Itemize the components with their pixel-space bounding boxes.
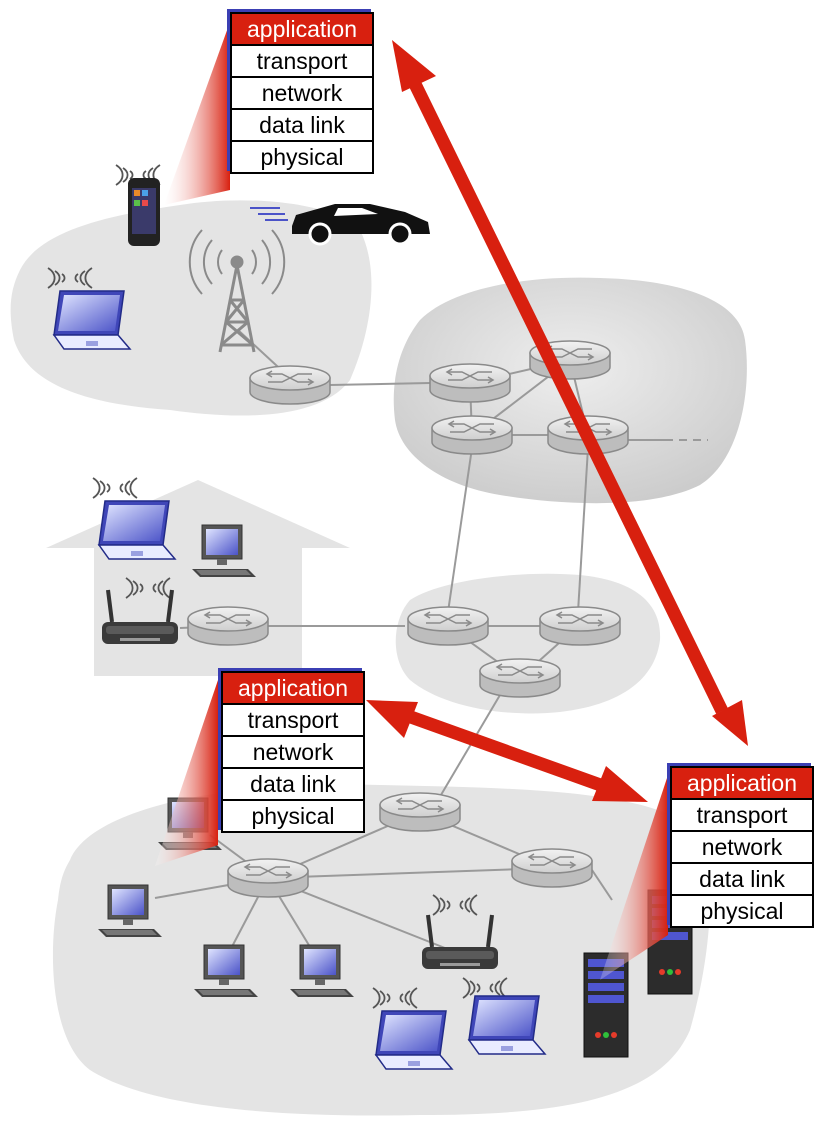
router-core-3 bbox=[431, 415, 513, 455]
cell-tower-icon bbox=[188, 229, 286, 353]
router-regional-2 bbox=[539, 606, 621, 646]
end-to-end-arrow-middle bbox=[366, 700, 648, 802]
router-regional-3 bbox=[479, 658, 561, 698]
middle-host-protocol-stack: application transport network data link … bbox=[218, 668, 365, 833]
top-host-protocol-stack: application transport network data link … bbox=[227, 9, 374, 174]
server-protocol-stack: application transport network data link … bbox=[667, 763, 814, 928]
physical-layer: physical bbox=[232, 140, 372, 172]
server-stack-callout bbox=[600, 775, 668, 980]
application-layer: application bbox=[223, 673, 363, 703]
network-layer: network bbox=[232, 76, 372, 108]
router-enterprise-2 bbox=[227, 858, 309, 898]
router-enterprise-1 bbox=[379, 792, 461, 832]
network-layer: network bbox=[223, 735, 363, 767]
stack-layers: application transport network data link … bbox=[221, 671, 365, 833]
transport-layer: transport bbox=[232, 44, 372, 76]
end-to-end-arrow-top bbox=[392, 40, 748, 746]
physical-layer: physical bbox=[672, 894, 812, 926]
transport-layer: transport bbox=[223, 703, 363, 735]
top-stack-callout bbox=[164, 22, 230, 205]
middle-stack-callout bbox=[155, 680, 218, 866]
home-network bbox=[46, 480, 350, 676]
car-icon bbox=[250, 204, 430, 246]
home-laptop-icon bbox=[92, 477, 176, 560]
mobile-network-cloud bbox=[10, 200, 372, 416]
router-mobile-access bbox=[249, 365, 331, 405]
application-layer: application bbox=[232, 14, 372, 44]
network-layer: network bbox=[672, 830, 812, 862]
router-home bbox=[187, 606, 269, 646]
router-core-1 bbox=[429, 363, 511, 403]
smartphone-icon bbox=[115, 164, 161, 246]
data-link-layer: data link bbox=[672, 862, 812, 894]
data-link-layer: data link bbox=[223, 767, 363, 799]
transport-layer: transport bbox=[672, 798, 812, 830]
application-layer: application bbox=[672, 768, 812, 798]
stack-layers: application transport network data link … bbox=[230, 12, 374, 174]
physical-layer: physical bbox=[223, 799, 363, 831]
router-enterprise-3 bbox=[511, 848, 593, 888]
router-regional-1 bbox=[407, 606, 489, 646]
stack-layers: application transport network data link … bbox=[670, 766, 814, 928]
data-link-layer: data link bbox=[232, 108, 372, 140]
